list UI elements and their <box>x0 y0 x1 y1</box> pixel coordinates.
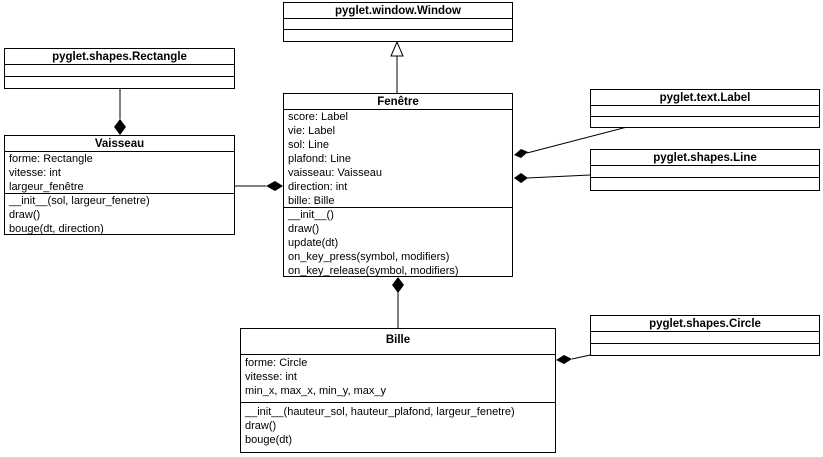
method: bouge(dt) <box>245 434 293 446</box>
attribute: bille: Bille <box>288 195 335 207</box>
class-attributes <box>5 65 234 77</box>
class-attributes <box>591 166 819 178</box>
composition-diamond-vaisseau <box>114 119 126 135</box>
method: update(dt) <box>288 237 339 249</box>
method: on_key_press(symbol, modifiers) <box>288 251 450 263</box>
attribute: largeur_fenêtre <box>9 181 84 193</box>
attribute: vie: Label <box>288 125 336 137</box>
class-methods: __init__(hauteur_sol, hauteur_plafond, l… <box>241 403 555 452</box>
class-methods <box>591 178 819 190</box>
class-methods <box>591 117 819 127</box>
class-title: pyglet.shapes.Circle <box>591 316 819 332</box>
class-fenetre: Fenêtre score: Label vie: Label sol: Lin… <box>283 93 513 277</box>
class-bille: Bille forme: Circle vitesse: int min_x, … <box>240 328 556 453</box>
composition-line-fenetre-line <box>526 174 591 179</box>
attribute: direction: int <box>288 181 348 193</box>
class-vaisseau: Vaisseau forme: Rectangle vitesse: int l… <box>4 135 235 235</box>
method: bouge(dt, direction) <box>9 223 104 235</box>
method: draw() <box>245 420 277 432</box>
class-title: Fenêtre <box>284 94 512 110</box>
inheritance-arrowhead <box>390 40 404 57</box>
composition-diamond-bille-circle <box>556 355 572 364</box>
composition-diamond-fenetre-vaisseau <box>266 181 283 191</box>
composition-diamond-fenetre-bille <box>392 277 404 293</box>
attribute: forme: Rectangle <box>9 153 93 165</box>
class-title: pyglet.text.Label <box>591 90 819 106</box>
attribute: vaisseau: Vaisseau <box>288 167 382 179</box>
class-attributes: score: Label vie: Label sol: Line plafon… <box>284 110 512 208</box>
composition-line-fenetre-label <box>526 126 628 154</box>
method: draw() <box>9 209 41 221</box>
method: __init__(sol, largeur_fenetre) <box>9 195 150 207</box>
class-title: pyglet.window.Window <box>284 3 512 19</box>
class-label: pyglet.text.Label <box>590 89 820 128</box>
class-methods <box>591 344 819 355</box>
class-attributes: forme: Circle vitesse: int min_x, max_x,… <box>241 355 555 403</box>
class-methods: __init__(sol, largeur_fenetre) draw() bo… <box>5 194 234 235</box>
attribute: min_x, max_x, min_y, max_y <box>245 385 387 397</box>
class-title: pyglet.shapes.Line <box>591 150 819 166</box>
attribute: forme: Circle <box>245 357 308 369</box>
class-attributes: forme: Rectangle vitesse: int largeur_fe… <box>5 152 234 194</box>
class-rectangle: pyglet.shapes.Rectangle <box>4 48 235 89</box>
class-title: Vaisseau <box>5 136 234 152</box>
class-title: Bille <box>241 329 555 355</box>
class-attributes <box>284 19 512 30</box>
class-window: pyglet.window.Window <box>283 2 513 42</box>
class-methods <box>5 77 234 88</box>
class-methods: __init__() draw() update(dt) on_key_pres… <box>284 208 512 277</box>
class-methods <box>284 30 512 41</box>
class-title: pyglet.shapes.Rectangle <box>5 49 234 65</box>
attribute: score: Label <box>288 111 348 123</box>
attribute: plafond: Line <box>288 153 351 165</box>
class-circle: pyglet.shapes.Circle <box>590 315 820 356</box>
method: __init__() <box>288 209 334 221</box>
method: on_key_release(symbol, modifiers) <box>288 265 459 277</box>
class-attributes <box>591 106 819 117</box>
method: __init__(hauteur_sol, hauteur_plafond, l… <box>245 406 515 418</box>
class-line: pyglet.shapes.Line <box>590 149 820 191</box>
method: draw() <box>288 223 320 235</box>
composition-diamond-fenetre-label <box>514 149 528 158</box>
attribute: vitesse: int <box>245 371 297 383</box>
class-attributes <box>591 332 819 344</box>
attribute: sol: Line <box>288 139 329 151</box>
attribute: vitesse: int <box>9 167 61 179</box>
composition-diamond-fenetre-line <box>514 173 528 183</box>
